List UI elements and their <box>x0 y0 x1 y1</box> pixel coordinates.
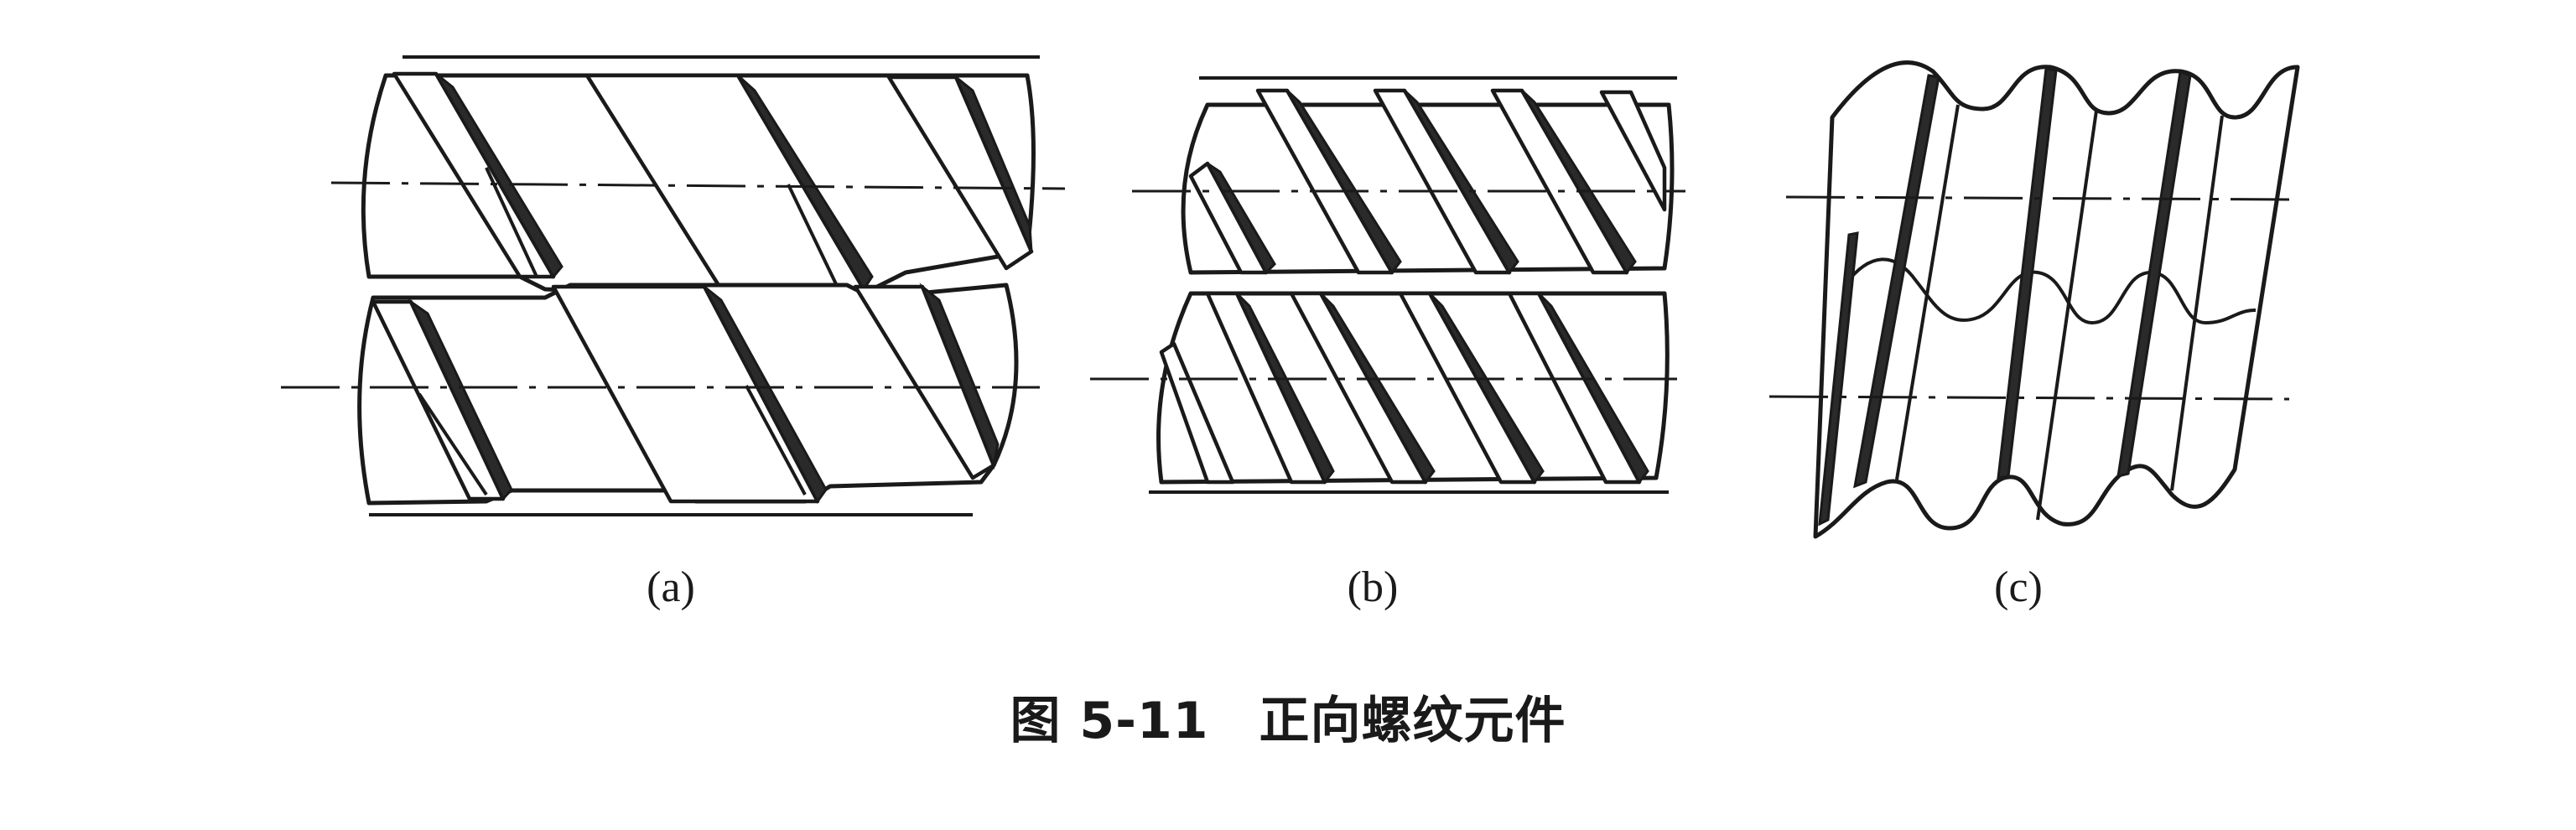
panel-b-drawing <box>1090 76 1685 494</box>
panel-b-upper-screw <box>1132 88 1685 275</box>
panel-a-lower-screw <box>281 283 1040 506</box>
panel-a-drawing <box>281 55 1066 516</box>
panel-a-upper-screw <box>330 71 1066 300</box>
panel-b-label: (b) <box>1347 563 1399 611</box>
panel-b-lower-screw <box>1090 291 1677 485</box>
caption-number: 图 5-11 <box>1010 692 1209 750</box>
caption-text: 正向螺纹元件 <box>1259 692 1566 750</box>
panel-a-label: (a) <box>647 563 695 611</box>
panel-c-label: (c) <box>1994 563 2043 611</box>
panel-c-drawing <box>1768 60 2300 539</box>
